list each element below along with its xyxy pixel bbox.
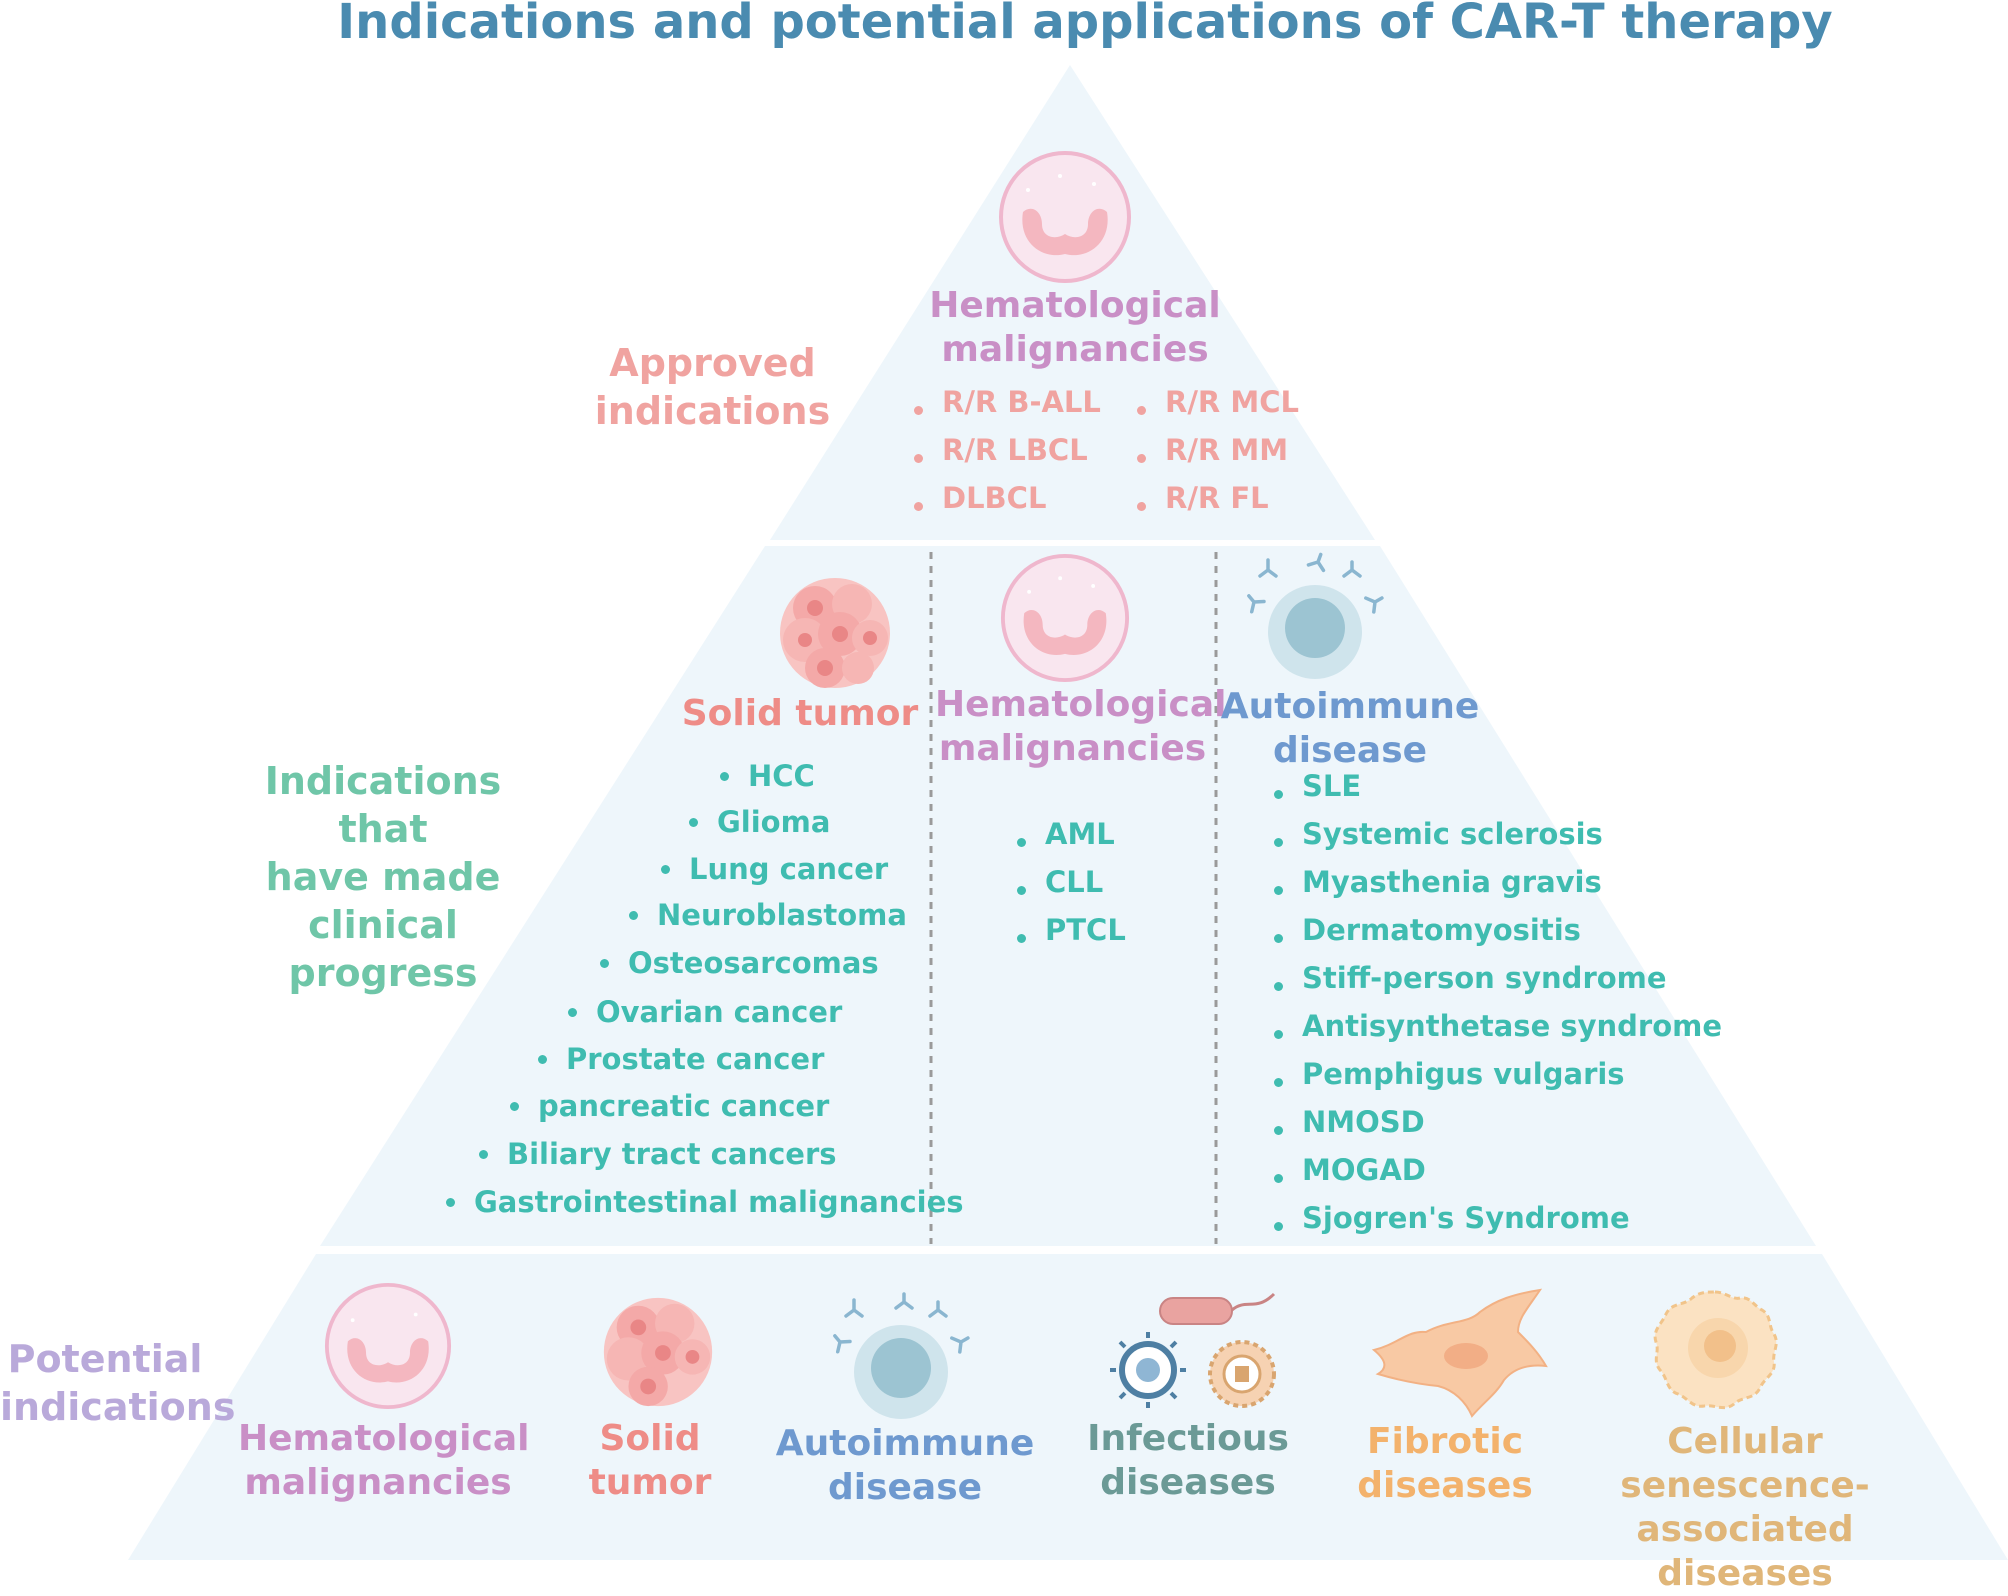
potential-autoimmune-label: Autoimmune disease: [775, 1423, 1035, 1508]
potential-hematological-label: Hematological malignancies: [238, 1418, 530, 1503]
antibody-cell-icon: [1247, 552, 1384, 679]
hematological-cell-icon: [1000, 553, 1130, 683]
potential-solid-tumor-label: Solid tumor: [588, 1418, 712, 1503]
approved-tier-label: Approved indications: [594, 341, 831, 433]
list-item: R/R LBCL: [912, 433, 1101, 482]
list-item: R/R FL: [1135, 481, 1299, 530]
list-item: Biliary tract cancers: [477, 1137, 837, 1171]
list-item: PTCL: [1015, 913, 1126, 962]
list-item: CLL: [1015, 865, 1126, 914]
clinical-autoimmune-title: Autoimmune disease: [1220, 686, 1480, 771]
solid-tumor-title: Solid tumor: [681, 693, 919, 734]
clinical-tier-label: Indications that have made clinical prog…: [264, 759, 502, 995]
fibroblast-icon: [1371, 1288, 1548, 1418]
antibody-cell-icon: [833, 1292, 970, 1419]
list-item: NMOSD: [1272, 1105, 1722, 1154]
pathogen-icon: [1110, 1292, 1276, 1408]
list-item: DLBCL: [912, 481, 1101, 530]
list-item: Osteosarcomas: [598, 946, 879, 980]
clinical-hematological-list: AML CLL PTCL: [1015, 817, 1126, 962]
list-item: Ovarian cancer: [566, 995, 842, 1029]
potential-tier-label: Potential indications: [0, 1337, 236, 1429]
list-item: Lung cancer: [659, 852, 888, 886]
potential-infectious-label: Infectious diseases: [1087, 1418, 1289, 1503]
tumor-cluster-icon: [780, 578, 890, 688]
list-item: Dermatomyositis: [1272, 913, 1722, 962]
list-item: MOGAD: [1272, 1153, 1722, 1202]
list-item: Pemphigus vulgaris: [1272, 1057, 1722, 1106]
senescent-cell-icon: [1653, 1290, 1778, 1410]
approved-list-right: R/R MCL R/R MM R/R FL: [1135, 385, 1299, 530]
potential-senescence-label: Cellular senescence- associated diseases: [1620, 1421, 1870, 1594]
clinical-hematological-title: Hematological malignancies: [935, 684, 1227, 769]
list-item: pancreatic cancer: [508, 1089, 829, 1123]
approved-list-left: R/R B-ALL R/R LBCL DLBCL: [912, 385, 1101, 530]
list-item: Prostate cancer: [536, 1042, 824, 1076]
clinical-autoimmune-list: SLE Systemic sclerosis Myasthenia gravis…: [1272, 769, 1722, 1250]
pyramid-tier-middle: [320, 546, 1816, 1246]
potential-fibrotic-label: Fibrotic diseases: [1357, 1421, 1533, 1506]
pyramid-tier-bottom: [128, 1254, 2008, 1560]
list-item: Sjogren's Syndrome: [1272, 1201, 1722, 1250]
list-item: R/R MCL: [1135, 385, 1299, 434]
list-item: Antisynthetase syndrome: [1272, 1009, 1722, 1058]
list-item: AML: [1015, 817, 1126, 866]
list-item: Systemic sclerosis: [1272, 817, 1722, 866]
list-item: Myasthenia gravis: [1272, 865, 1722, 914]
list-item: Stiff-person syndrome: [1272, 961, 1722, 1010]
list-item: Gastrointestinal malignancies: [444, 1185, 964, 1219]
page-title: Indications and potential applications o…: [337, 0, 1833, 50]
hematological-cell-icon: [999, 151, 1131, 283]
list-item: R/R MM: [1135, 433, 1299, 482]
list-item: R/R B-ALL: [912, 385, 1101, 434]
list-item: SLE: [1272, 769, 1722, 818]
list-item: Glioma: [687, 805, 830, 839]
approved-category-title: Hematological malignancies: [929, 285, 1221, 370]
list-item: Neuroblastoma: [627, 898, 907, 932]
hematological-cell-icon: [324, 1282, 452, 1410]
list-item: HCC: [718, 759, 815, 793]
tumor-cluster-icon: [603, 1297, 713, 1407]
pyramid-background: [128, 65, 2008, 1560]
pyramid-tier-top: [770, 65, 1375, 540]
